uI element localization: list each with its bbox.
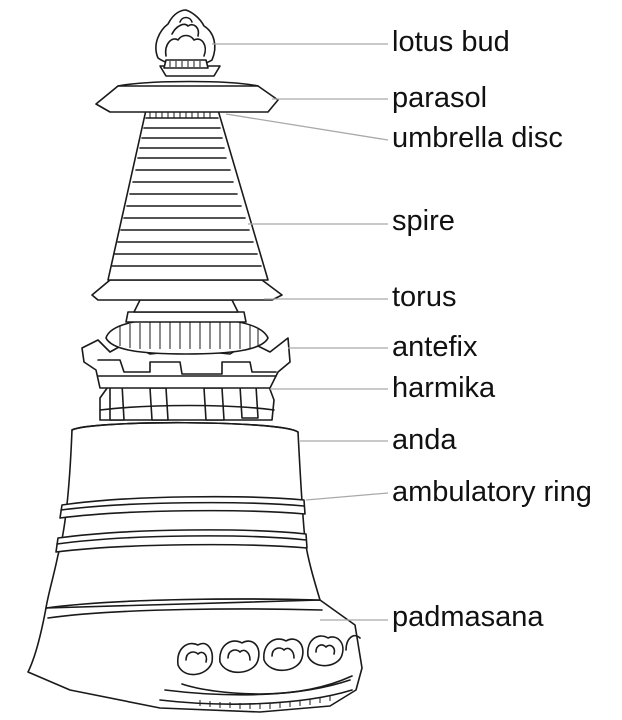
anda-body [46, 423, 320, 608]
label-anda: anda [392, 426, 457, 455]
label-ambulatory-ring: ambulatory ring [392, 478, 592, 507]
parasol [96, 66, 278, 112]
torus [106, 300, 268, 354]
label-parasol: parasol [392, 84, 487, 113]
label-spire: spire [392, 207, 455, 236]
label-antefix: antefix [392, 333, 477, 362]
label-padmasana: padmasana [392, 603, 544, 632]
padmasana-base [28, 599, 362, 712]
label-torus: torus [392, 283, 456, 312]
leader-umbrella-disc [226, 114, 388, 140]
spire [92, 110, 282, 300]
label-umbrella-disc: umbrella disc [392, 124, 563, 153]
lotus-bud-finial [156, 10, 215, 68]
harmika [100, 384, 274, 420]
label-harmika: harmika [392, 374, 495, 403]
leader-ambulatory-ring [306, 493, 388, 500]
label-lotus-bud: lotus bud [392, 28, 510, 57]
